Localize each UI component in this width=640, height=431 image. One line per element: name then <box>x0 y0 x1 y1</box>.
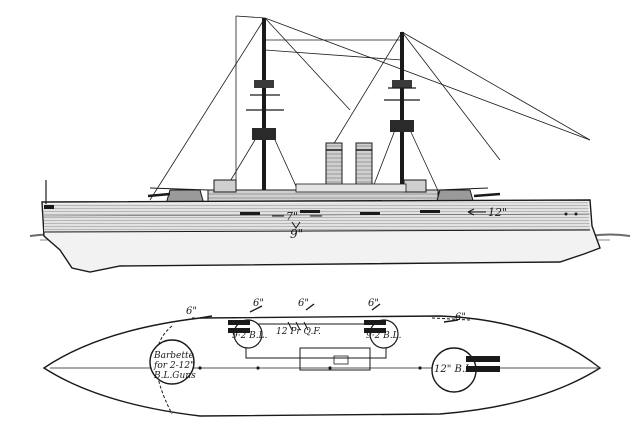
label-92-port: 9·2 B.L. <box>232 331 268 341</box>
label-6in-3: 6" <box>298 298 309 309</box>
mainmast <box>384 32 420 200</box>
label-6in-2: 6" <box>253 298 264 309</box>
label-92-stbd: 9·2 B.L. <box>366 331 402 341</box>
armour-dash-line <box>155 325 173 415</box>
deck-outline <box>42 315 602 417</box>
side-elevation: 7" 12" 9" <box>29 15 631 273</box>
forward-barbette <box>149 339 195 385</box>
hull <box>41 180 601 273</box>
turret-92-stbd <box>364 319 399 349</box>
aft-turret <box>431 347 500 393</box>
label-12in-elev: 12" <box>488 206 507 219</box>
label-9in-belt: 9" <box>290 227 303 241</box>
label-barbette-1: Barbette <box>153 351 194 361</box>
label-6in-5: 6" <box>455 312 466 323</box>
label-12pr-qf: 12 Pr Q.F. <box>276 327 321 337</box>
label-6in-1: 6" <box>186 306 197 317</box>
label-barbette-3: B.L.Guns <box>153 371 196 381</box>
six-inch-gun-markers <box>199 303 459 323</box>
gun-ports <box>240 210 578 216</box>
label-6in-4: 6" <box>368 298 379 309</box>
turret-92-port <box>228 319 263 349</box>
plan-view: 6" 6" 6" 6" 6" 9·2 B.L. 9·2 B.L. 12 Pr Q… <box>42 298 602 417</box>
foremast <box>246 18 284 198</box>
label-aft-12in: 12" B.L. <box>434 364 475 375</box>
label-barbette-2: for 2-12" <box>153 361 194 371</box>
label-7in: 7" <box>286 210 298 223</box>
